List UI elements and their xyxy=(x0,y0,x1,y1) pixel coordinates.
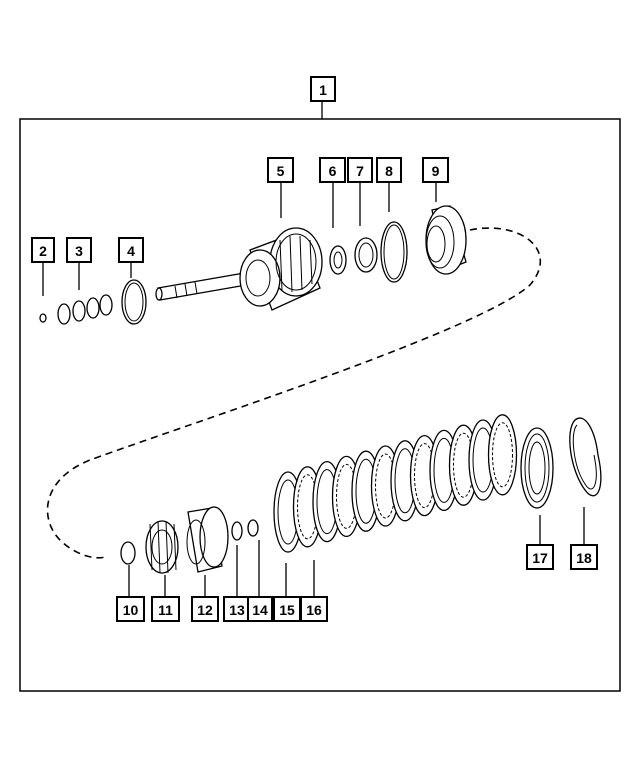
callout-box xyxy=(31,237,55,263)
callout-10: 10 xyxy=(116,596,145,622)
assembly-path-dashed xyxy=(46,227,542,559)
callout-3: 3 xyxy=(66,237,92,263)
callout-17: 17 xyxy=(526,544,554,570)
callout-18: 18 xyxy=(570,544,598,570)
part-8-ring xyxy=(380,221,408,283)
callout-label: 4 xyxy=(127,243,135,259)
callout-6: 6 xyxy=(319,157,346,183)
callout-label: 13 xyxy=(229,602,245,618)
friction-plate xyxy=(487,414,518,496)
callout-box xyxy=(570,544,598,570)
callout-label: 15 xyxy=(279,602,295,618)
callout-label: 2 xyxy=(39,243,47,259)
part-13-ring xyxy=(231,521,243,541)
part-10-snap-ring xyxy=(120,541,136,565)
callout-14: 14 xyxy=(247,596,273,622)
callout-8: 8 xyxy=(376,157,402,183)
callout-box xyxy=(247,596,273,622)
part-18-snap-ring xyxy=(569,417,602,497)
callout-9: 9 xyxy=(422,157,449,183)
callout-label: 11 xyxy=(158,602,173,618)
part-6-washer xyxy=(329,245,347,275)
part-9-drum xyxy=(425,205,467,275)
callout-box xyxy=(300,596,328,622)
callout-label: 8 xyxy=(385,163,393,179)
part-7-bearing xyxy=(354,237,378,273)
part-4-ring xyxy=(121,279,147,325)
callout-label: 12 xyxy=(197,602,213,618)
callout-label: 18 xyxy=(576,550,592,566)
callout-label: 9 xyxy=(432,163,440,179)
callout-box xyxy=(310,76,336,102)
plate-inner-edge xyxy=(492,422,513,488)
callout-box xyxy=(422,157,449,183)
part-14-ring xyxy=(247,519,259,537)
callout-box xyxy=(118,237,144,263)
callout-label: 6 xyxy=(329,163,337,179)
part-15-16-clutch-pack xyxy=(273,414,518,553)
callout-box xyxy=(116,596,145,622)
callout-label: 14 xyxy=(252,602,268,618)
callout-4: 4 xyxy=(118,237,144,263)
callout-label: 10 xyxy=(123,602,139,618)
part-11-sprag xyxy=(145,520,179,574)
callout-13: 13 xyxy=(223,596,251,622)
part-3-seal-rings xyxy=(57,294,113,325)
callout-label: 7 xyxy=(356,163,364,179)
callout-label: 16 xyxy=(306,602,322,618)
callout-2: 2 xyxy=(31,237,55,263)
callout-5: 5 xyxy=(267,157,294,183)
callout-box xyxy=(347,157,373,183)
callout-12: 12 xyxy=(191,596,219,622)
callout-1: 1 xyxy=(310,76,336,102)
callout-box xyxy=(376,157,402,183)
callout-box xyxy=(267,157,294,183)
callout-label: 1 xyxy=(319,82,327,98)
callout-15: 15 xyxy=(273,596,301,622)
callout-label: 3 xyxy=(75,243,83,259)
part-17-pressure-plate xyxy=(520,427,554,509)
callout-box xyxy=(191,596,219,622)
part-2-small-ring xyxy=(39,313,47,323)
callout-box xyxy=(151,596,180,622)
part-12-housing xyxy=(186,506,229,573)
callout-box xyxy=(273,596,301,622)
callout-box xyxy=(526,544,554,570)
part-5-input-shaft-hub xyxy=(155,227,323,311)
callout-label: 5 xyxy=(277,163,285,179)
callout-7: 7 xyxy=(347,157,373,183)
callout-16: 16 xyxy=(300,596,328,622)
callout-label: 17 xyxy=(532,550,548,566)
callout-box xyxy=(319,157,346,183)
callout-11: 11 xyxy=(151,596,180,622)
callout-box xyxy=(66,237,92,263)
assembly-frame xyxy=(19,118,621,692)
